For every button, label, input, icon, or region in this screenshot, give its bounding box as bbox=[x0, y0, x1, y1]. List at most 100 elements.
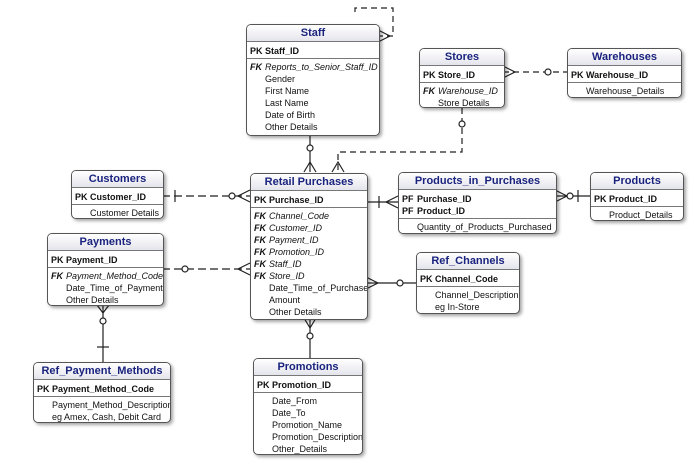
key-tag: PK bbox=[594, 194, 607, 204]
ref-channels-plain-row: Channel_Description bbox=[420, 289, 519, 301]
field-name: Reports_to_Senior_Staff_ID bbox=[265, 62, 378, 72]
key-tag: FK bbox=[250, 62, 262, 72]
pk-separator bbox=[247, 58, 379, 59]
entity-title: Warehouses bbox=[568, 49, 681, 66]
retail-purchases-plain-row: Date_Time_of_Purchase bbox=[254, 282, 368, 294]
field-name: Channel_Code bbox=[435, 274, 499, 284]
entity-title: Products bbox=[591, 173, 683, 190]
field-name: eg In-Store bbox=[435, 302, 480, 312]
field-name: First Name bbox=[265, 86, 310, 96]
field-name: Promotion_Name bbox=[272, 420, 343, 430]
field-name: Customer_ID bbox=[90, 192, 147, 202]
promotions-plain-row: Date_From bbox=[257, 395, 360, 407]
staff-plain-row: Date of Birth bbox=[250, 109, 377, 121]
field-name: eg Amex, Cash, Debit Card bbox=[52, 412, 162, 422]
pk-separator bbox=[568, 82, 681, 83]
field-name: Staff_ID bbox=[265, 46, 300, 56]
promotions-plain-row: Promotion_Description bbox=[257, 431, 363, 443]
entity-title: Ref_Payment_Methods bbox=[34, 363, 170, 380]
field-name: Staff_ID bbox=[269, 259, 302, 269]
products-in-purchases-plain-row: Quantity_of_Products_Purchased bbox=[402, 221, 554, 233]
key-tag: FK bbox=[51, 271, 63, 281]
pk-separator bbox=[48, 267, 163, 268]
ref-payment-methods-plain-row: Payment_Method_Description bbox=[37, 399, 170, 411]
field-name: Store_ID bbox=[438, 70, 476, 80]
pk-separator bbox=[417, 286, 519, 287]
field-name: Other Details bbox=[66, 295, 119, 305]
key-tag: PF bbox=[402, 206, 414, 216]
field-name: Store_ID bbox=[269, 271, 305, 281]
field-name: Other_Details bbox=[272, 444, 328, 454]
staff-plain-row: Gender bbox=[250, 73, 377, 85]
entity-title: Customers bbox=[72, 171, 163, 188]
field-name: Other Details bbox=[269, 307, 322, 317]
pk-separator bbox=[254, 392, 362, 393]
key-tag: PK bbox=[37, 384, 50, 394]
payments-plain-row: Date_Time_of_Payment bbox=[51, 282, 163, 294]
entity-title: Ref_Channels bbox=[417, 253, 519, 270]
field-name: Other Details bbox=[265, 122, 318, 132]
promotions-plain-row: Other_Details bbox=[257, 443, 360, 454]
stores-plain-row: Store Details bbox=[423, 97, 502, 107]
key-tag: FK bbox=[254, 247, 266, 257]
field-name: Promotion_Description bbox=[272, 432, 363, 442]
retail-purchases-plain-row: Other Details bbox=[254, 306, 365, 318]
promotions-plain-row: Promotion_Name bbox=[257, 419, 360, 431]
field-name: Date_Time_of_Purchase bbox=[269, 283, 368, 293]
key-tag: PK bbox=[250, 46, 263, 56]
field-name: Payment_Method_Code bbox=[52, 384, 155, 394]
field-name: Product_ID bbox=[609, 194, 658, 204]
field-name: Customer Details bbox=[90, 208, 160, 218]
field-name: Customer_ID bbox=[269, 223, 323, 233]
field-name: Date_From bbox=[272, 396, 318, 406]
field-name: Payment_ID bbox=[66, 255, 118, 265]
ref-channels-plain-row: eg In-Store bbox=[420, 301, 517, 313]
pk-separator bbox=[420, 82, 504, 83]
pk-separator bbox=[591, 206, 683, 207]
entity-title: Products_in_Purchases bbox=[399, 173, 556, 190]
key-tag: FK bbox=[254, 259, 266, 269]
field-name: Purchase_ID bbox=[269, 195, 324, 205]
field-name: Last Name bbox=[265, 98, 309, 108]
field-name: Promotion_ID bbox=[272, 380, 332, 390]
products-plain-row: Product_Details bbox=[594, 209, 681, 220]
field-name: Date_Time_of_Payment bbox=[66, 283, 163, 293]
pk-separator bbox=[399, 218, 556, 219]
field-name: Date of Birth bbox=[265, 110, 316, 120]
field-name: Gender bbox=[265, 74, 296, 84]
retail-purchases-plain-row: Amount bbox=[254, 294, 365, 306]
pk-separator bbox=[34, 396, 170, 397]
